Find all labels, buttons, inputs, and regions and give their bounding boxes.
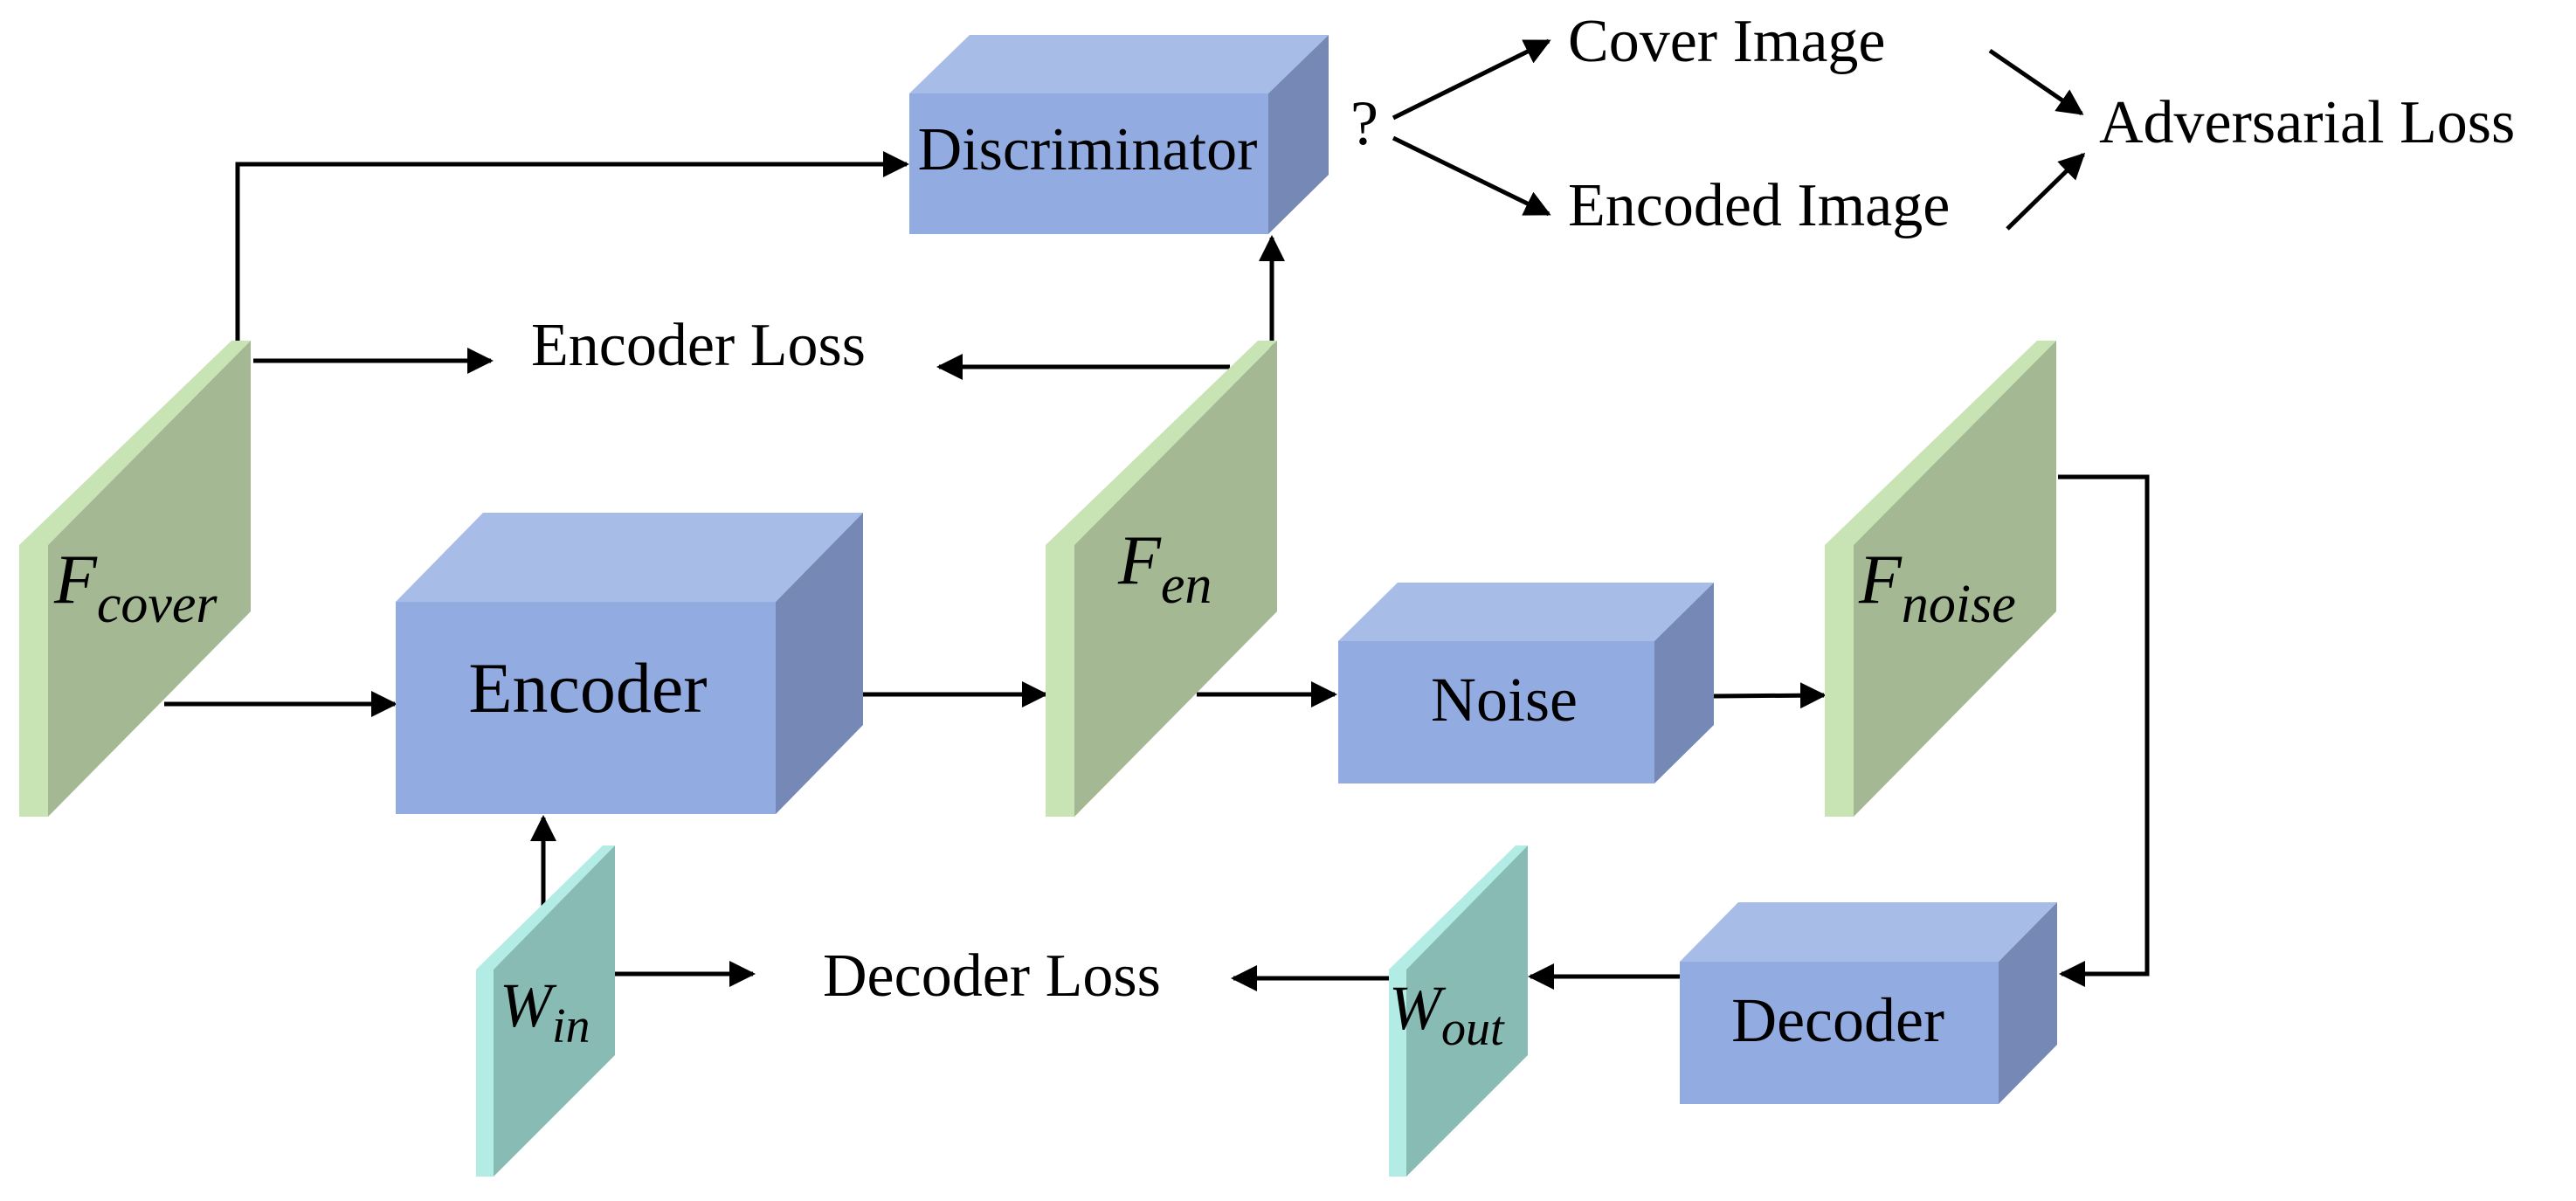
- connector-arrows: [164, 38, 2150, 991]
- feature-map-noise-edge: [1825, 341, 2056, 545]
- encoder-block-front: [396, 602, 776, 814]
- arrow-to-cover-image: [1392, 38, 1551, 121]
- feature-map-en-face: [1074, 341, 1277, 817]
- feature-map-cover-label: Fcover: [53, 542, 218, 634]
- feature-map-cover-edge: [19, 341, 251, 545]
- watermark-in-edge: [476, 846, 615, 970]
- feature-map-noise: Fnoise: [1825, 341, 2056, 817]
- encoder-loss-label: Encoder Loss: [531, 312, 866, 379]
- decoder-block-side: [1999, 902, 2057, 1104]
- feature-map-cover: Fcover: [19, 341, 251, 817]
- feature-map-noise-face: [1854, 341, 2056, 817]
- watermark-in-face: [494, 846, 615, 1177]
- cover-image-label: Cover Image: [1568, 8, 1885, 75]
- discriminator-block: Discriminator: [909, 35, 1329, 234]
- arrow-encoded-to-adversarial: [2006, 152, 2086, 231]
- noise-block: Noise: [1338, 583, 1714, 783]
- encoder-block-top: [396, 513, 863, 602]
- watermark-in-edge-left: [476, 970, 494, 1177]
- feature-map-noise-label: Fnoise: [1858, 542, 2016, 634]
- encoder-block: Encoder: [396, 513, 863, 814]
- feature-map-en-edge: [1046, 341, 1277, 545]
- noise-block-front: [1338, 641, 1654, 783]
- noise-block-side: [1654, 583, 1714, 783]
- watermark-out-edge-left: [1389, 970, 1406, 1177]
- watermark-in: Win: [476, 846, 615, 1177]
- question-mark: ?: [1350, 88, 1378, 158]
- noise-label: Noise: [1431, 665, 1578, 735]
- adversarial-loss-label: Adversarial Loss: [2099, 89, 2515, 156]
- noise-block-top: [1338, 583, 1714, 641]
- decoder-loss-label: Decoder Loss: [823, 942, 1161, 1010]
- arrow-fcover-to-discriminator: [235, 151, 909, 341]
- discriminator-block-top: [909, 35, 1329, 93]
- decoder-label: Decoder: [1731, 985, 1944, 1055]
- encoder-label: Encoder: [468, 648, 707, 728]
- discriminator-block-front: [909, 93, 1268, 234]
- feature-map-en: Fen: [1046, 341, 1277, 817]
- feature-map-cover-face: [48, 341, 251, 817]
- feature-map-en-edge-left: [1046, 545, 1074, 817]
- arrow-to-encoded-image: [1392, 135, 1551, 217]
- feature-map-en-label: Fen: [1117, 522, 1212, 615]
- arrow-fnoise-to-decoder: [2058, 474, 2150, 987]
- watermark-out-face: [1406, 846, 1528, 1177]
- watermark-out-edge: [1389, 846, 1528, 970]
- decoder-block: Decoder: [1680, 902, 2057, 1104]
- feature-map-noise-edge-left: [1825, 545, 1854, 817]
- watermark-out: Wout: [1389, 846, 1528, 1177]
- encoded-image-label: Encoded Image: [1568, 172, 1950, 239]
- arrow-cover-to-adversarial: [1988, 48, 2084, 116]
- watermark-out-label: Wout: [1389, 973, 1505, 1056]
- watermark-in-label: Win: [500, 970, 590, 1053]
- discriminator-block-side: [1268, 35, 1329, 234]
- encoder-block-side: [776, 513, 863, 814]
- discriminator-label: Discriminator: [918, 116, 1258, 183]
- decoder-block-top: [1680, 902, 2057, 962]
- feature-map-cover-edge-left: [19, 545, 48, 817]
- arrow-noise-to-fnoise: [1713, 682, 1827, 709]
- decoder-block-front: [1680, 962, 1999, 1104]
